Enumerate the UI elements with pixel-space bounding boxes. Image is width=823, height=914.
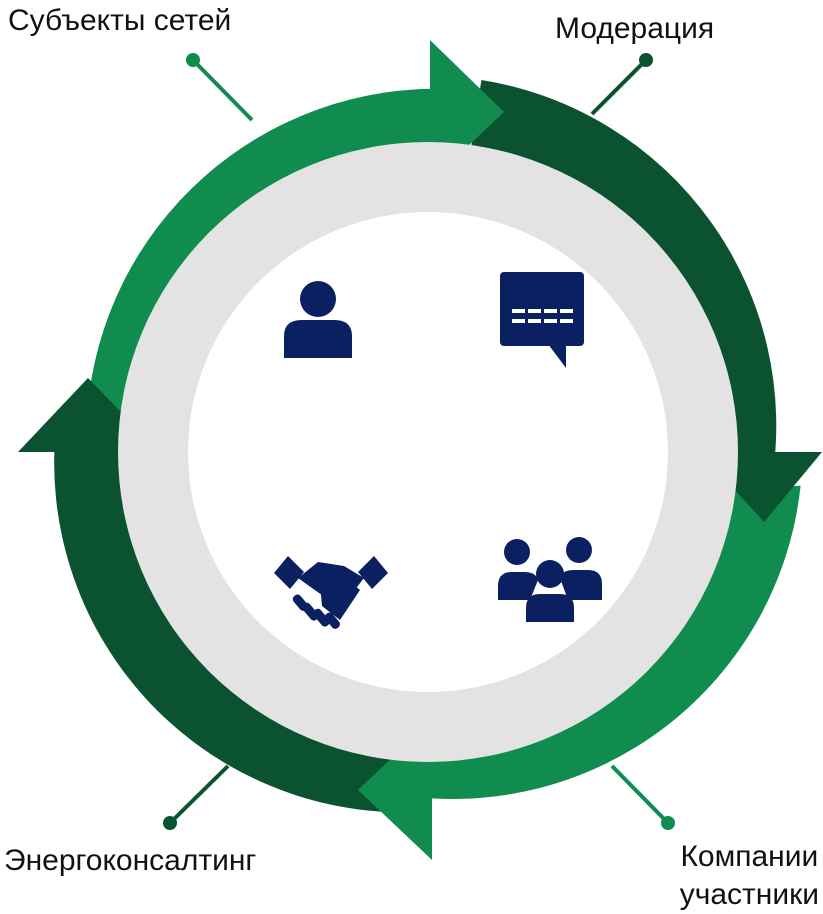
chat-message-icon [500, 272, 584, 368]
label-moderation: Модерация [555, 12, 715, 45]
connector-dot-bottom-left [163, 816, 177, 830]
connector-dot-bottom-right [661, 816, 675, 830]
label-participant-companies-line2: участники [679, 878, 819, 911]
label-participant-companies: Компании участники [680, 838, 819, 914]
connector-dot-top-right [639, 53, 653, 67]
connector-dot-top-left [186, 53, 200, 67]
arc-bottom-left [54, 424, 410, 813]
group-icon [498, 537, 602, 622]
label-participant-companies-line1: Компании [680, 840, 819, 873]
center-disc [188, 212, 668, 692]
connectors [163, 53, 675, 830]
label-energy-consulting: Энергоконсалтинг [4, 844, 257, 877]
person-icon [284, 281, 352, 358]
handshake-icon [274, 556, 388, 629]
label-network-subjects: Субъекты сетей [8, 4, 232, 37]
